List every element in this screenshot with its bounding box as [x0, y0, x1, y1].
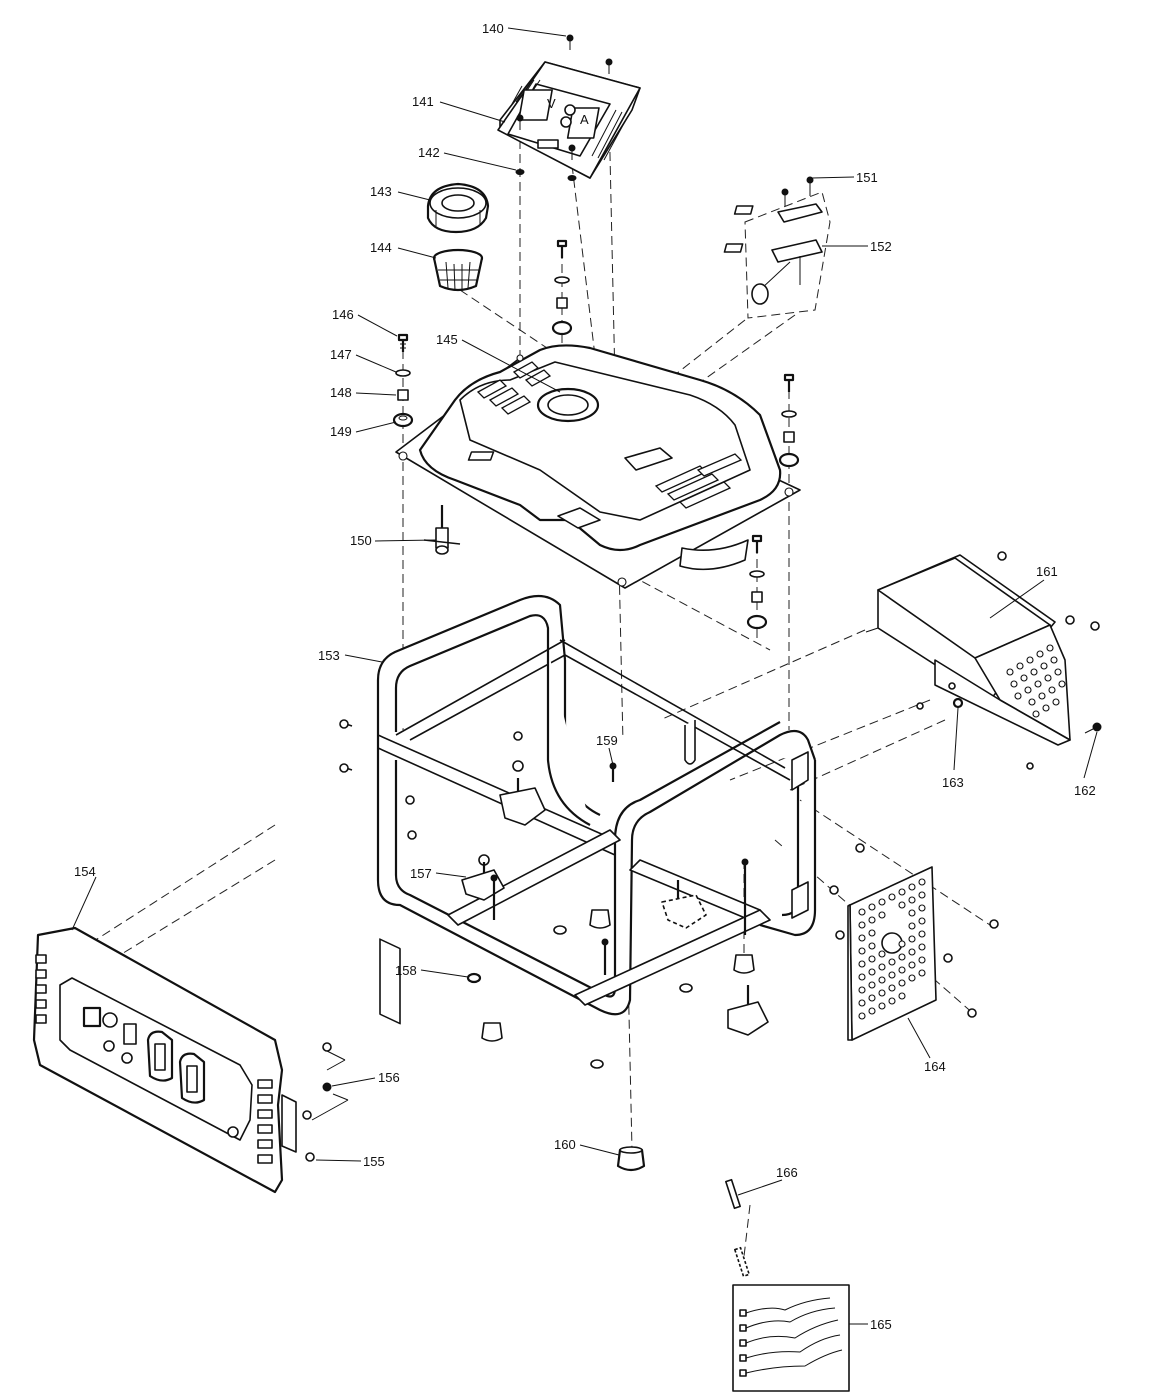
- callout-160: 160: [554, 1137, 576, 1152]
- cable-tie-part-166: [725, 1178, 750, 1278]
- callout-146: 146: [332, 307, 354, 322]
- callout-148: 148: [330, 385, 352, 400]
- callout-164: 164: [924, 1059, 946, 1074]
- callout-157: 157: [410, 866, 432, 881]
- muffler-shield-part-161: [865, 551, 1100, 746]
- callout-143: 143: [370, 184, 392, 199]
- callout-162: 162: [1074, 783, 1096, 798]
- frame-side-bolts: [339, 719, 523, 840]
- fuel-valve-part-150: [423, 505, 461, 555]
- callout-149: 149: [330, 424, 352, 439]
- callout-150: 150: [350, 533, 372, 548]
- bolt-part-159: [490, 762, 749, 975]
- callout-142: 142: [418, 145, 440, 160]
- callout-159: 159: [596, 733, 618, 748]
- callout-140: 140: [482, 21, 504, 36]
- callout-165: 165: [870, 1317, 892, 1332]
- mount-hardware: [339, 719, 769, 1172]
- callout-141: 141: [412, 94, 434, 109]
- washer-part-147: [395, 369, 411, 377]
- callout-154: 154: [74, 864, 96, 879]
- bolt-part-146: [397, 333, 409, 352]
- callout-153: 153: [318, 648, 340, 663]
- control-panel-part-154: [32, 926, 349, 1194]
- callout-147: 147: [330, 347, 352, 362]
- callout-158: 158: [395, 963, 417, 978]
- callout-161: 161: [1036, 564, 1058, 579]
- shield-bolts: [916, 697, 1102, 770]
- volt-meter-label: V: [547, 96, 556, 111]
- shield-perforation-holes: [1006, 644, 1066, 718]
- screw-part-140: [516, 34, 613, 160]
- screw-part-151: [781, 176, 814, 206]
- rubber-foot-part-160: [481, 909, 755, 1172]
- callout-166: 166: [776, 1165, 798, 1180]
- nut-part-158: [466, 925, 693, 1069]
- tank-mount-hardware: [392, 239, 800, 630]
- callout-leaders: [71, 27, 1098, 1325]
- callout-151: 151: [856, 170, 878, 185]
- callout-155: 155: [363, 1154, 385, 1169]
- callout-labels: 140 141 142 143 144 145 146 147 148 149 …: [74, 21, 1096, 1332]
- side-panel-holes: [858, 878, 926, 1020]
- panel-screws-part-155-156: [302, 1042, 349, 1162]
- callout-145: 145: [436, 332, 458, 347]
- washer-part-142: [515, 169, 577, 181]
- grommet-part-149: [392, 412, 414, 428]
- wire-harness-part-165: [732, 1284, 850, 1392]
- callout-152: 152: [870, 239, 892, 254]
- vibration-mount-part-157: [461, 760, 769, 1036]
- fuel-cap-part-143: [426, 182, 490, 234]
- fuel-strainer-part-144: [432, 248, 484, 292]
- meter-panel-part-141: V A: [497, 34, 641, 181]
- callout-144: 144: [370, 240, 392, 255]
- amp-meter-label: A: [580, 112, 589, 127]
- fuel-tank-part-145: [395, 344, 801, 589]
- side-panel-part-164: [829, 843, 999, 1041]
- frame-part-153: [376, 594, 817, 1025]
- fuel-gauge-part-152: [723, 176, 831, 319]
- callout-156: 156: [378, 1070, 400, 1085]
- callout-163: 163: [942, 775, 964, 790]
- collar-part-148: [397, 389, 409, 401]
